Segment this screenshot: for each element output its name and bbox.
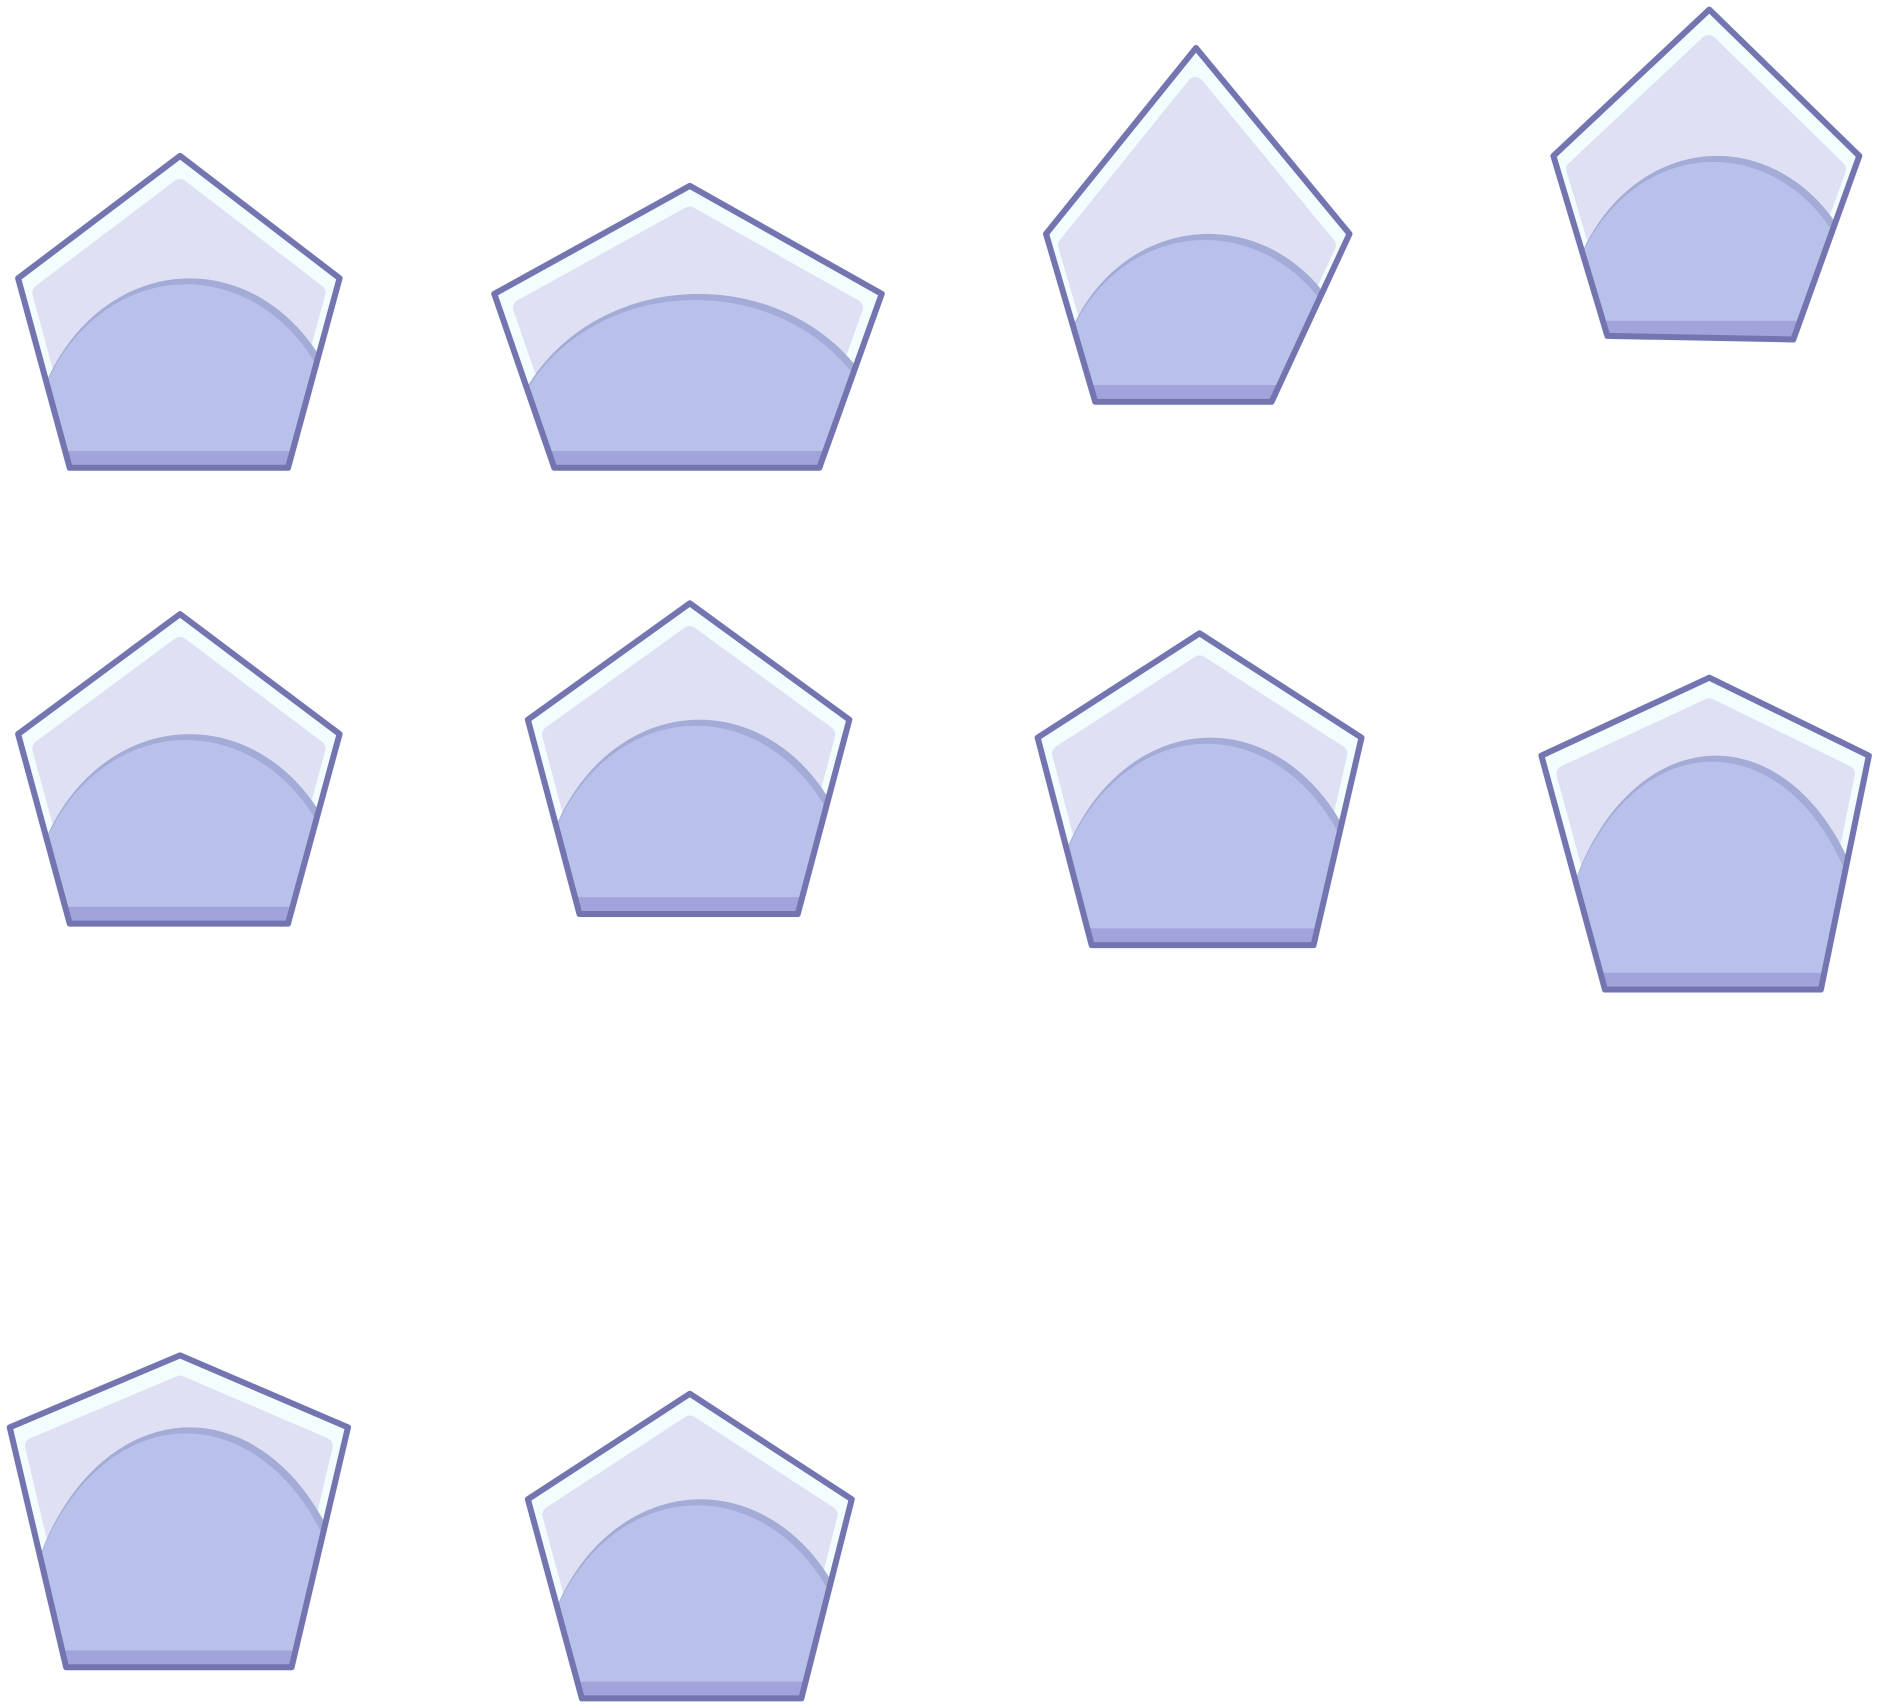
liquid-fill	[20, 1433, 348, 1668]
gem-outline	[15, 152, 343, 471]
gem-base	[1595, 320, 1806, 338]
liquid-fill	[538, 725, 850, 914]
liquid-fill	[538, 1505, 852, 1699]
liquid-fill	[505, 299, 882, 468]
pentagon-gem-sprite	[14, 610, 344, 928]
liquid-fill	[28, 284, 340, 468]
pentagon-gem-sprite	[6, 1351, 352, 1671]
gem-base	[57, 450, 300, 468]
pentagon-gem-sprite	[1549, 5, 1863, 344]
liquid-fill	[1557, 761, 1868, 990]
liquid-fill	[1048, 743, 1362, 946]
pentagon-gem-sprite	[1537, 674, 1873, 994]
gem-outline	[1034, 630, 1365, 949]
gem-outline	[1043, 44, 1353, 405]
pentagon-gem-sprite	[524, 1390, 856, 1703]
gem-outline	[524, 600, 853, 917]
gem-base	[57, 906, 300, 924]
gem-base	[567, 897, 810, 914]
gem-base	[54, 1650, 304, 1668]
gem-outline	[524, 1390, 855, 1702]
liquid-fill	[1056, 239, 1350, 402]
liquid-fill	[28, 740, 340, 924]
gem-outline	[6, 1352, 351, 1671]
gem-base	[569, 1681, 814, 1699]
gem-outline	[1550, 6, 1863, 343]
gem-outline	[15, 611, 343, 927]
gem-base	[542, 450, 832, 468]
pentagon-gem-sprite	[1042, 44, 1354, 406]
gem-base	[1592, 972, 1833, 990]
pentagon-gem-sprite	[490, 182, 886, 472]
gem-base	[1083, 385, 1284, 402]
pentagon-gem-sprite	[524, 599, 853, 918]
gem-outline	[1538, 674, 1872, 993]
liquid-fill	[1564, 161, 1860, 338]
pentagon-gem-sprite	[1034, 629, 1366, 949]
pentagon-gem-sprite	[14, 152, 344, 472]
gem-base	[1079, 928, 1326, 946]
gem-outline	[491, 182, 885, 471]
